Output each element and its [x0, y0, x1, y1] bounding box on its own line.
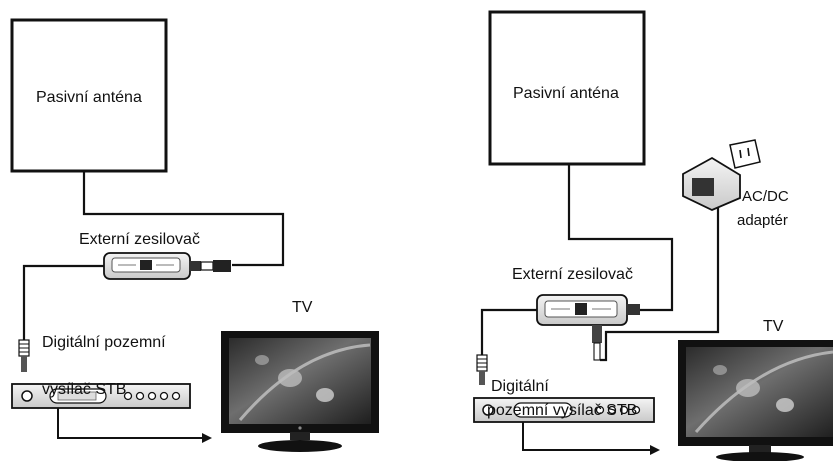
right-stb-device — [473, 397, 655, 423]
left-setup — [10, 18, 379, 452]
right-antenna-box — [488, 10, 646, 166]
left-output-arrow — [57, 408, 202, 439]
left-amplifier-label: Externí zesilovač — [79, 231, 200, 248]
right-stb-plug — [476, 354, 488, 385]
right-antenna-cable — [567, 164, 674, 312]
right-amplifier-label: Externí zesilovač — [512, 266, 633, 283]
left-arrow-head — [202, 433, 212, 443]
left-tv-label: TV — [292, 299, 313, 316]
right-stb-cable — [480, 308, 537, 355]
right-tv — [678, 340, 833, 462]
right-stb-label-line1: Digitální — [491, 378, 549, 395]
right-stb-label-line2: pozemní vysílač STB — [487, 402, 638, 419]
right-adapter-cable — [600, 208, 720, 362]
right-adapter-label-line1: AC/DC — [742, 188, 789, 205]
right-amplifier — [536, 294, 640, 361]
right-output-arrow — [522, 422, 650, 451]
right-tv-label: TV — [763, 318, 784, 335]
left-stb-cable — [22, 264, 104, 340]
left-stb-plug — [18, 339, 30, 372]
left-stb-label-line2: vysílač STB — [42, 381, 127, 398]
left-antenna-label: Pasivní anténa — [36, 89, 142, 106]
left-tv — [221, 331, 379, 452]
right-adapter — [682, 139, 761, 211]
left-antenna-cable — [82, 171, 285, 267]
right-setup — [473, 10, 833, 462]
left-stb-label-line1: Digitální pozemní — [42, 334, 166, 351]
left-amplifier — [103, 252, 231, 280]
left-antenna-box — [10, 18, 168, 173]
left-stb-device — [11, 383, 191, 409]
right-antenna-label: Pasivní anténa — [513, 85, 619, 102]
right-adapter-label-line2: adaptér — [737, 212, 788, 229]
right-arrow-head — [650, 445, 660, 455]
